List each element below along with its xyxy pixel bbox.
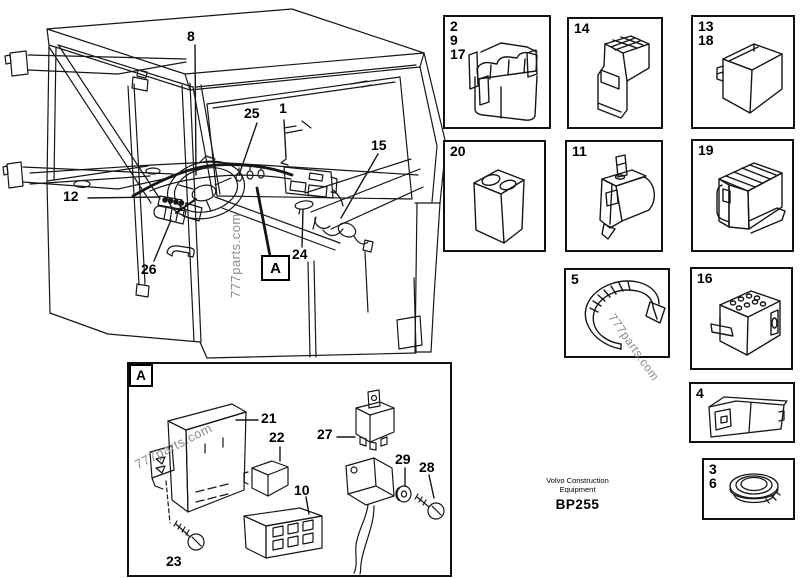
detail-marker-a: A bbox=[261, 255, 290, 281]
parts-box-11: 11 bbox=[565, 140, 663, 252]
parts-box-14: 14 bbox=[567, 17, 663, 129]
callout-25: 25 bbox=[244, 105, 260, 121]
part-number: 3 bbox=[709, 461, 717, 477]
callout-10: 10 bbox=[294, 482, 310, 498]
grommet-illustration bbox=[729, 473, 781, 504]
part-number: 16 bbox=[697, 270, 713, 286]
junction-box-illustration bbox=[473, 169, 525, 244]
part-number: 19 bbox=[698, 142, 714, 158]
parts-box-19: 19 bbox=[691, 139, 794, 252]
parts-box-16: 16 bbox=[690, 267, 793, 370]
callout-28: 28 bbox=[419, 459, 435, 475]
part-number: 2 bbox=[450, 18, 458, 34]
cab-line-art bbox=[2, 8, 447, 575]
brand-line-1: Volvo Construction bbox=[546, 476, 609, 485]
callout-21: 21 bbox=[261, 410, 277, 426]
callout-27: 27 bbox=[317, 426, 333, 442]
relay-with-bracket-illustration bbox=[599, 154, 655, 240]
plate-footer: Volvo Construction Equipment BP255 bbox=[525, 476, 630, 512]
detail-box-marker-a: A bbox=[129, 364, 153, 387]
callout-1: 1 bbox=[279, 100, 287, 116]
connector-housing-illustration bbox=[708, 396, 788, 438]
plate-code: BP255 bbox=[555, 497, 600, 512]
part-number: 9 bbox=[450, 32, 458, 48]
connector-block-illustration bbox=[597, 35, 650, 119]
callout-22: 22 bbox=[269, 429, 285, 445]
detail-view-a-box: A bbox=[127, 362, 452, 577]
cable-tie-illustration bbox=[584, 280, 666, 350]
relay-socket-pins-illustration bbox=[710, 290, 781, 356]
watermark: 777parts.com bbox=[228, 213, 243, 298]
callout-29: 29 bbox=[395, 451, 411, 467]
part-number: 5 bbox=[571, 271, 579, 287]
part-number: 20 bbox=[450, 143, 466, 159]
brand-line-2: Equipment bbox=[559, 484, 596, 494]
parts-box-4: 4 bbox=[689, 382, 795, 443]
parts-box-5: 5 bbox=[564, 268, 670, 358]
relay-socket-illustration bbox=[468, 42, 538, 121]
callout-24: 24 bbox=[292, 246, 308, 262]
part-number: 14 bbox=[574, 20, 590, 36]
part-number: 17 bbox=[450, 46, 466, 62]
part-number: 13 bbox=[698, 18, 714, 34]
relay-ribbed-illustration bbox=[716, 162, 786, 234]
relay-cube-illustration bbox=[716, 43, 783, 114]
part-number: 4 bbox=[696, 385, 704, 401]
callout-23: 23 bbox=[166, 553, 182, 569]
parts-box-20: 20 bbox=[443, 140, 546, 252]
callout-12: 12 bbox=[63, 188, 79, 204]
callout-15: 15 bbox=[371, 137, 387, 153]
part-number: 6 bbox=[709, 475, 717, 491]
callout-8: 8 bbox=[187, 28, 195, 44]
part-number: 11 bbox=[572, 143, 587, 159]
callout-26: 26 bbox=[141, 261, 157, 277]
part-number: 18 bbox=[698, 32, 714, 48]
